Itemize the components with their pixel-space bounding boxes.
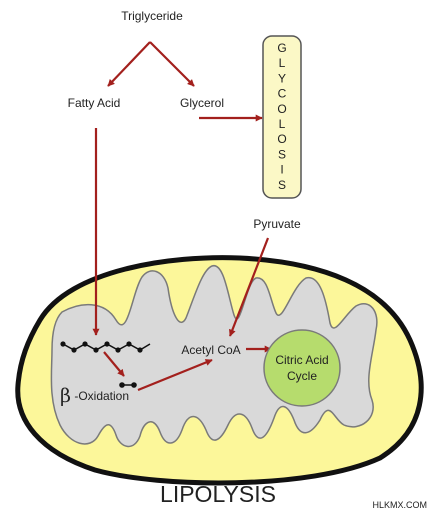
zigzag-carbon-chain-icon [60,341,151,353]
beta-symbol: β [60,385,71,407]
pathway-arrows [92,41,272,392]
glycolysis-letter: I [280,163,283,177]
glycolysis-letter: S [278,147,286,161]
glycolysis-letter: L [279,117,286,131]
beta-oxidation-label: β -Oxidation [60,385,129,407]
citric-acid-label-line2: Cycle [287,369,317,383]
glycerol-label: Glycerol [180,96,224,110]
glycolysis-letter: G [277,41,286,55]
citric-acid-cycle-circle [263,329,341,407]
glycolysis-letter: Y [278,71,286,85]
glycolysis-letter: L [279,56,286,70]
page-title: LIPOLYSIS [160,481,276,507]
glycolysis-letter: O [277,102,286,116]
fatty-acid-label: Fatty Acid [68,96,121,110]
arrow-triglyceride-to-glycerol [149,41,195,87]
pyruvate-label: Pyruvate [253,217,301,231]
acetyl-coa-label: Acetyl CoA [181,343,240,357]
glycolysis-letter: S [278,178,286,192]
arrow-triglyceride-to-fatty-acid [107,41,151,87]
two-carbon-fragment-icon [119,382,137,388]
glycolysis-box [262,35,302,199]
watermark: HLKMX.COM [372,500,427,510]
beta-oxidation-text: -Oxidation [71,389,129,403]
glycolysis-letter: C [278,87,287,101]
glycolysis-letter: O [277,132,286,146]
citric-acid-label-line1: Citric Acid [275,353,328,367]
triglyceride-label: Triglyceride [121,9,183,23]
arrow-beta-oxidation-to-acetyl-coa [137,358,213,392]
arrow-pyruvate-to-acetyl-coa [228,237,270,337]
arrow-fatty-acid-chain-to-beta-oxidation [103,351,125,377]
